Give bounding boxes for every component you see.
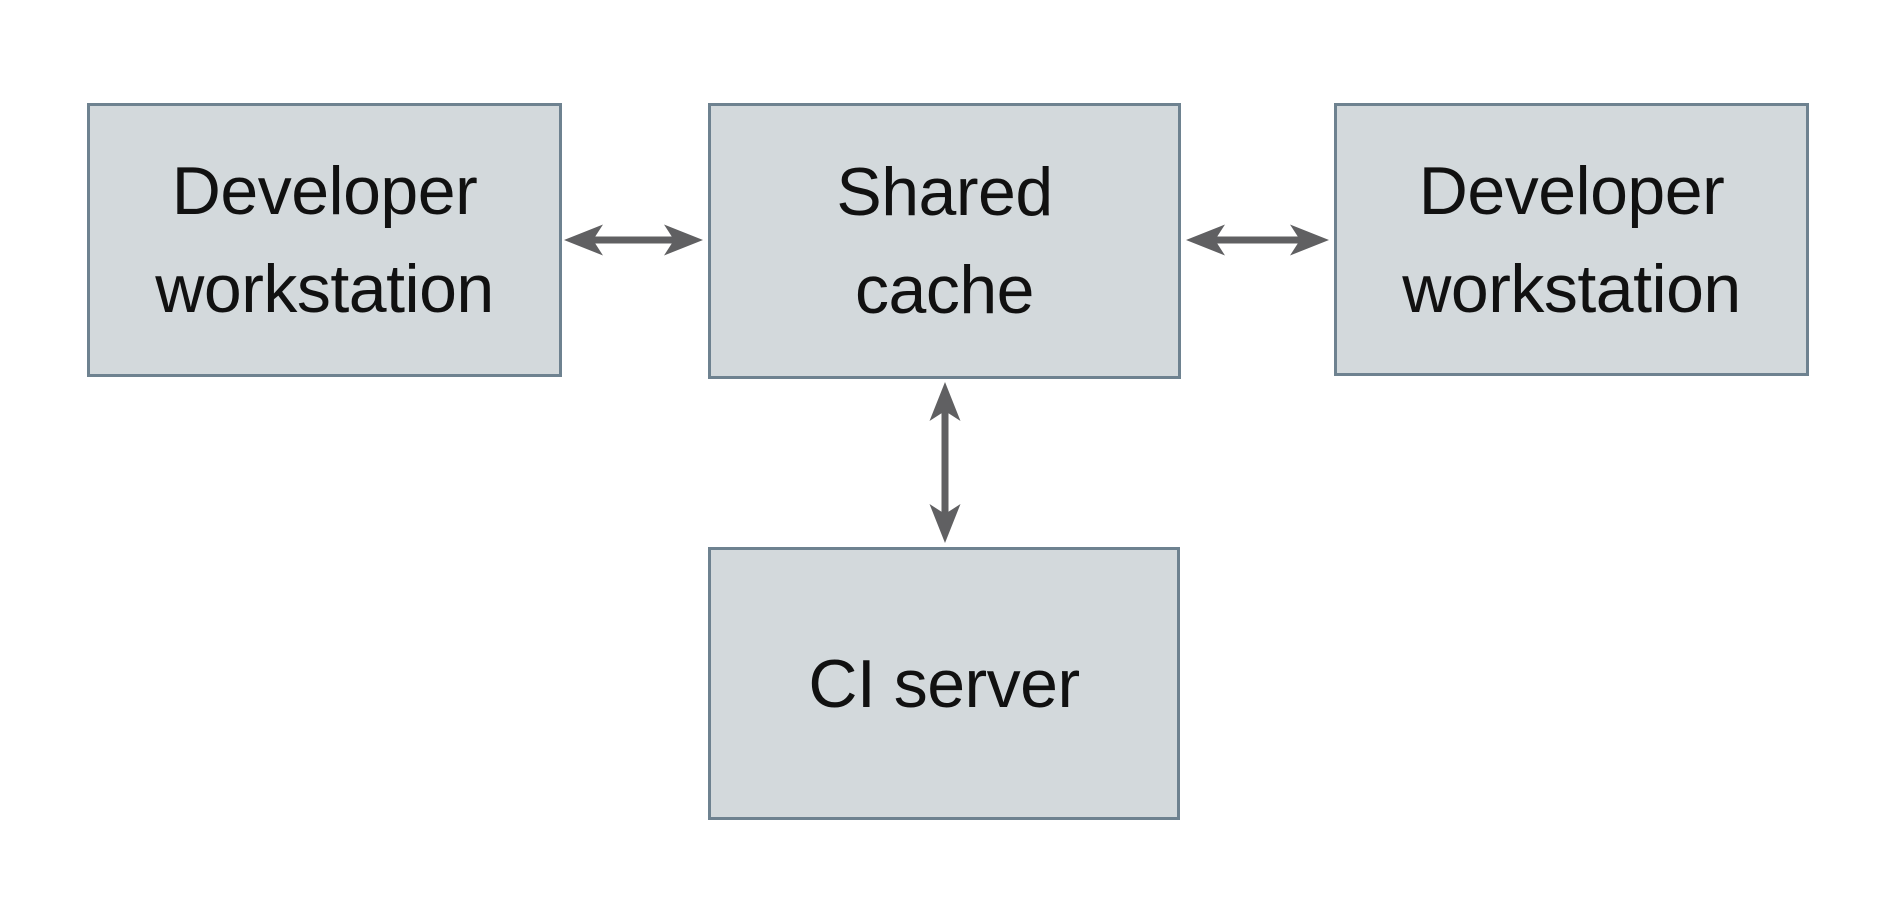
node-label-line: Developer [171, 153, 478, 229]
node-label-line: workstation [1402, 250, 1741, 327]
node-label: Shared cache [836, 143, 1053, 339]
node-developer-workstation-right: Developer workstation [1334, 103, 1809, 376]
arrowhead-left-icon [1186, 224, 1225, 256]
arrow-shaft [1212, 236, 1303, 244]
node-developer-workstation-left: Developer workstation [87, 103, 562, 377]
node-label: Developer workstation [155, 142, 494, 338]
node-label-line: workstation [155, 251, 494, 327]
node-label-line: Developer [1418, 152, 1725, 229]
arrowhead-up-icon [929, 382, 961, 421]
arrowhead-right-icon [1290, 224, 1329, 256]
node-label-line: cache [855, 252, 1034, 328]
node-ci-server: CI server [708, 547, 1180, 820]
arrowhead-down-icon [929, 504, 961, 543]
node-shared-cache: Shared cache [708, 103, 1181, 379]
arrowhead-left-icon [564, 224, 603, 256]
node-label-line: CI server [808, 645, 1080, 722]
node-label: CI server [808, 635, 1080, 733]
arrowhead-right-icon [664, 224, 703, 256]
arrow-shaft [590, 236, 677, 244]
node-label-line: Shared [836, 154, 1053, 230]
bidirectional-arrow-left [564, 224, 703, 256]
arrow-shaft [941, 408, 949, 517]
node-label: Developer workstation [1402, 142, 1741, 338]
bidirectional-arrow-right [1186, 224, 1329, 256]
bidirectional-arrow-vertical [929, 382, 961, 543]
